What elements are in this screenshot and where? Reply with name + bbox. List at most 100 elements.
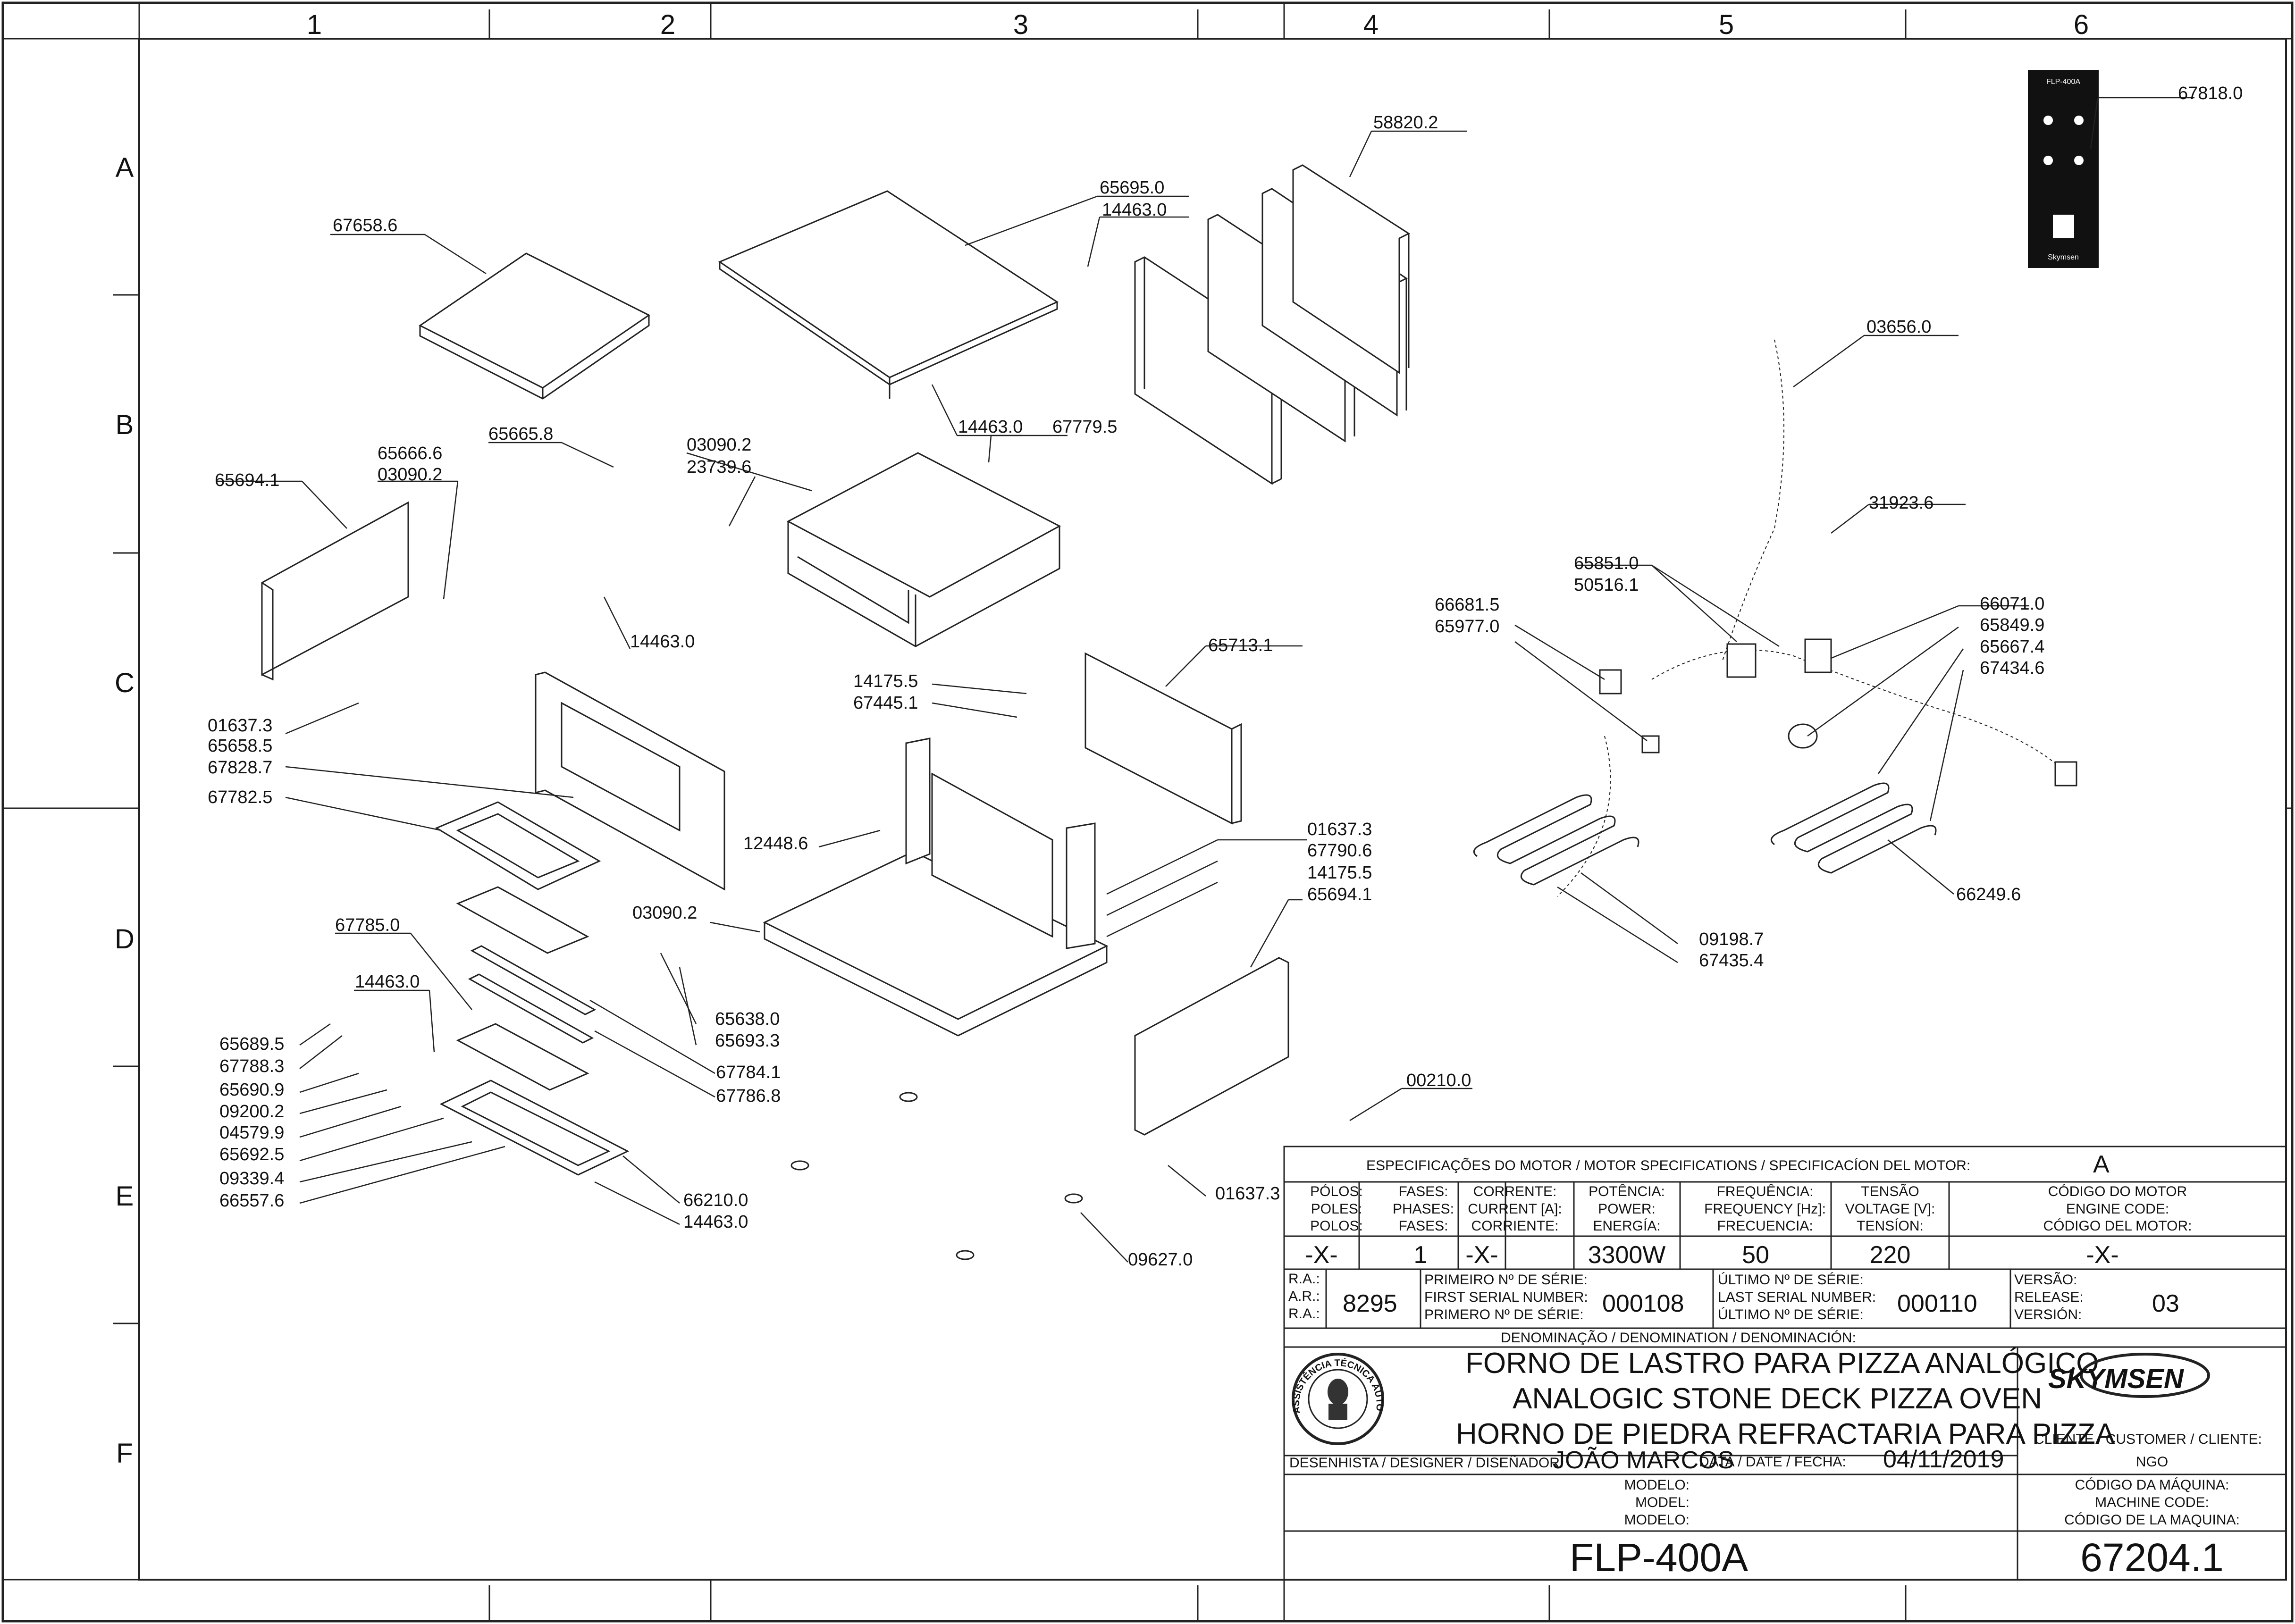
date-value: 04/11/2019: [1883, 1446, 2004, 1473]
grid-row-e: E: [116, 1181, 134, 1212]
frequency-label-es: FRECUENCIA:: [1717, 1218, 1813, 1234]
frequency-value: 50: [1742, 1241, 1769, 1269]
first-serial-label-es: PRIMERO Nº DE SÉRIE:: [1424, 1307, 1584, 1323]
electrical-components-part: [1599, 638, 2077, 787]
part-label: 03656.0: [1866, 317, 1931, 337]
part-label: 31923.6: [1869, 493, 1934, 513]
power-label-en: POWER:: [1598, 1201, 1656, 1217]
part-label: 65692.5: [219, 1145, 284, 1164]
heating-elements-part: [1473, 782, 1937, 886]
version-label-pt: VERSÃO:: [2014, 1272, 2077, 1288]
part-label: 65694.1: [1307, 885, 1372, 904]
grid-col-6: 6: [2074, 9, 2089, 40]
part-label: 67784.1: [716, 1063, 781, 1082]
skymsen-logo: SKYMSEN: [2048, 1353, 2210, 1398]
last-serial-label-en: LAST SERIAL NUMBER:: [1718, 1289, 1876, 1305]
drawer-part: [435, 801, 601, 890]
part-label: 67658.6: [333, 216, 397, 235]
part-label: 67786.8: [716, 1086, 781, 1106]
oven-box-part: [786, 452, 1061, 647]
part-label: 67788.3: [219, 1056, 284, 1076]
grid-labels: 1 2 3 4 5 6 A B C D E F: [115, 9, 2089, 1469]
current-label-es: CORRIENTE:: [1471, 1218, 1558, 1234]
part-label: 65694.1: [215, 470, 279, 490]
designer-value: JOÃO MARCOS: [1553, 1447, 1734, 1474]
motor-code-label-pt: CÓDIGO DO MOTOR: [2048, 1184, 2187, 1199]
right-side-panel-part: [1084, 652, 1242, 825]
part-label: 65667.4: [1980, 637, 2044, 657]
current-value: -X-: [1465, 1241, 1498, 1269]
grid-row-a: A: [116, 152, 134, 183]
part-label: 65695.0: [1100, 178, 1164, 198]
stone-plates-part: [456, 886, 597, 1091]
phases-label-pt: FASES:: [1398, 1184, 1448, 1199]
motor-spec-header: ESPECIFICAÇÕES DO MOTOR / MOTOR SPECIFIC…: [1366, 1157, 1970, 1173]
motor-code-label-es: CÓDIGO DEL MOTOR:: [2043, 1218, 2192, 1234]
voltage-value: 220: [1870, 1241, 1911, 1269]
part-label: 67779.5: [1052, 417, 1117, 437]
part-label: 65849.9: [1980, 615, 2044, 635]
part-label: 67435.4: [1699, 951, 1764, 971]
part-label: 66681.5: [1435, 595, 1499, 615]
name-en: ANALOGIC STONE DECK PIZZA OVEN: [1513, 1382, 2042, 1415]
part-label: 67828.7: [208, 758, 272, 778]
customer-label: CLIENTE / CUSTOMER / CLIENTE:: [2034, 1431, 2262, 1447]
designer-label: DESENHISTA / DESIGNER / DISEÑADOR:: [1289, 1455, 1564, 1471]
part-label: 00210.0: [1406, 1071, 1471, 1090]
motor-code-label-en: ENGINE CODE:: [2066, 1201, 2169, 1217]
part-label: 65638.0: [715, 1009, 780, 1029]
part-labels: 58820.2 67818.0 65695.0 14463.0 67658.6 …: [208, 84, 2243, 1270]
motor-spec-rev: A: [2093, 1151, 2110, 1178]
left-side-panel-part: [261, 501, 409, 681]
version-value: 03: [2152, 1290, 2179, 1317]
voltage-label-pt: TENSÃO: [1861, 1183, 1919, 1199]
poles-label-en: POLES:: [1311, 1201, 1362, 1217]
grid-col-4: 4: [1363, 9, 1379, 40]
top-cover-part: [718, 190, 1059, 399]
top-stone-part: [419, 252, 650, 400]
skymsen-brand: SKYMSEN: [2048, 1364, 2184, 1394]
wiring-part: [1557, 339, 2068, 897]
grid-ticks: [3, 3, 2292, 1621]
part-label: 66249.6: [1956, 885, 2021, 904]
part-label: 67782.5: [208, 787, 272, 807]
current-label-en: CURRENT [A]:: [1468, 1201, 1562, 1217]
part-label: 65689.5: [219, 1034, 284, 1054]
part-label: 09198.7: [1699, 929, 1764, 949]
power-label-es: ENERGÍA:: [1593, 1218, 1660, 1234]
model-label-en: MODEL:: [1635, 1495, 1690, 1510]
part-label: 65851.0: [1574, 553, 1639, 573]
name-pt: FORNO DE LASTRO PARA PIZZA ANALÓGICO: [1465, 1347, 2099, 1380]
part-label: 67818.0: [2178, 84, 2243, 103]
part-label: 65665.8: [488, 424, 553, 444]
part-label: 14463.0: [683, 1212, 748, 1232]
grid-col-1: 1: [307, 9, 322, 40]
power-label-pt: POTÊNCIA:: [1589, 1184, 1665, 1199]
part-label: 23739.6: [687, 457, 751, 477]
control-panel-model: FLP-400A: [2046, 78, 2080, 86]
version-label-es: VERSIÓN:: [2014, 1307, 2082, 1323]
part-label: 65693.3: [715, 1031, 780, 1051]
voltage-label-es: TENSÍON:: [1857, 1218, 1924, 1234]
frequency-label-en: FREQUENCY [Hz]:: [1704, 1201, 1826, 1217]
machine-code-value: 67204.1: [2080, 1535, 2224, 1580]
power-value: 3300W: [1588, 1241, 1666, 1269]
last-serial-label-es: ÚLTIMO Nº DE SÉRIE:: [1718, 1307, 1864, 1323]
right-lower-panel-part: [1134, 957, 1289, 1136]
part-label: 65658.5: [208, 736, 272, 756]
voltage-label-en: VOLTAGE [V]:: [1845, 1201, 1935, 1217]
control-panel-brand: Skymsen: [2048, 253, 2079, 261]
part-label: 67445.1: [853, 693, 918, 713]
grid-row-d: D: [115, 924, 135, 954]
machine-code-label-pt: CÓDIGO DA MÁQUINA:: [2075, 1477, 2229, 1493]
ra-label-es: R.A.:: [1288, 1306, 1320, 1322]
part-label: 65977.0: [1435, 617, 1499, 636]
last-serial-value: 000110: [1897, 1290, 1977, 1317]
grid-col-3: 3: [1013, 9, 1028, 40]
lower-drawer-part: [439, 1080, 630, 1176]
part-label: 04579.9: [219, 1123, 284, 1143]
leader-lines: [217, 97, 2194, 1263]
denomination-label: DENOMINAÇÃO / DENOMINATION / DENOMINACIÓ…: [1501, 1330, 1856, 1346]
